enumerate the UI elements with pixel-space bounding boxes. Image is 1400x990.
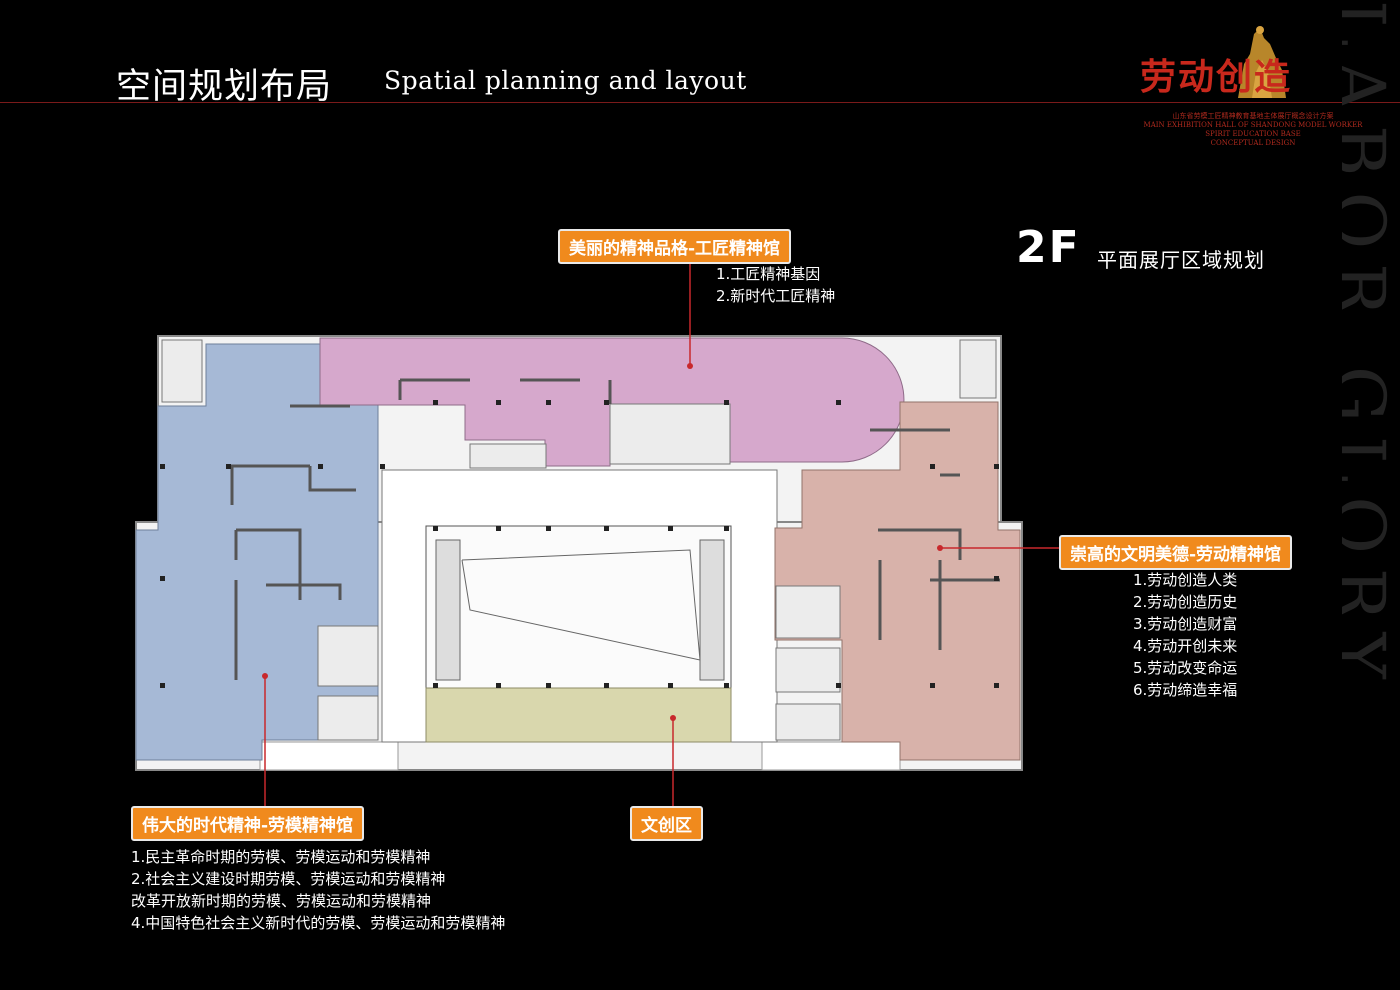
list-item: 2.社会主义建设时期劳模、劳模运动和劳模精神 <box>131 870 446 888</box>
structure-columns <box>160 400 999 688</box>
leader-dots <box>262 363 943 721</box>
utility-rooms <box>161 339 997 741</box>
list-item: 4.劳动开创未来 <box>1133 637 1238 655</box>
floor-label: 2F <box>1016 222 1081 273</box>
list-item: 5.劳动改变命运 <box>1133 659 1238 677</box>
statue-logo-icon <box>1238 26 1286 98</box>
zone-creative <box>425 687 732 743</box>
logo-subtitle-en: MAIN EXHIBITION HALL OF SHANDONG MODEL W… <box>1143 121 1363 138</box>
floor-title: 平面展厅区域规划 <box>1097 248 1265 272</box>
zone-labor-spirit <box>774 401 1021 761</box>
zone-tag-model: 伟大的时代精神-劳模精神馆 <box>131 806 365 841</box>
list-item: 4.中国特色社会主义新时代的劳模、劳模运动和劳模精神 <box>131 914 506 932</box>
zone-tag-creative: 文创区 <box>630 806 703 841</box>
list-item: 3.劳动创造财富 <box>1133 615 1238 633</box>
logo-subtitle-cn: 山东省劳模工匠精神教育基地主体展厅概念设计方案 <box>1172 112 1334 120</box>
list-item: 2.新时代工匠精神 <box>716 287 836 305</box>
logo-subtitle: 山东省劳模工匠精神教育基地主体展厅概念设计方案 MAIN EXHIBITION … <box>1138 112 1368 148</box>
page-title-en: Spatial planning and layout <box>384 66 747 95</box>
interior-walls <box>230 378 1000 680</box>
list-item: 6.劳动缔造幸福 <box>1133 681 1238 699</box>
list-item: 1.工匠精神基因 <box>716 265 821 283</box>
list-item: 1.民主革命时期的劳模、劳模运动和劳模精神 <box>131 848 431 866</box>
list-item: 2.劳动创造历史 <box>1133 593 1238 611</box>
list-item: 1.劳动创造人类 <box>1133 571 1238 589</box>
zone-list-craftsman: 1.工匠精神基因 2.新时代工匠精神 <box>716 263 835 307</box>
list-item: 改革开放新时期的劳模、劳模运动和劳模精神 <box>131 892 432 910</box>
leader-lines <box>264 258 1060 808</box>
zone-tag-craftsman: 美丽的精神品格-工匠精神馆 <box>558 229 792 264</box>
logo-subtitle-en2: CONCEPTUAL DESIGN <box>1210 139 1296 147</box>
page-title-cn: 空间规划布局 <box>116 67 333 107</box>
zone-tag-labor: 崇高的文明美德-劳动精神馆 <box>1059 535 1293 570</box>
logo-title: 劳动创造 <box>1140 56 1293 98</box>
header-divider <box>0 102 1400 103</box>
zone-list-labor: 1.劳动创造人类 2.劳动创造历史 3.劳动创造财富 4.劳动开创未来 5.劳动… <box>1133 569 1237 701</box>
zone-list-model: 1.民主革命时期的劳模、劳模运动和劳模精神 2.社会主义建设时期劳模、劳模运动和… <box>131 846 505 934</box>
